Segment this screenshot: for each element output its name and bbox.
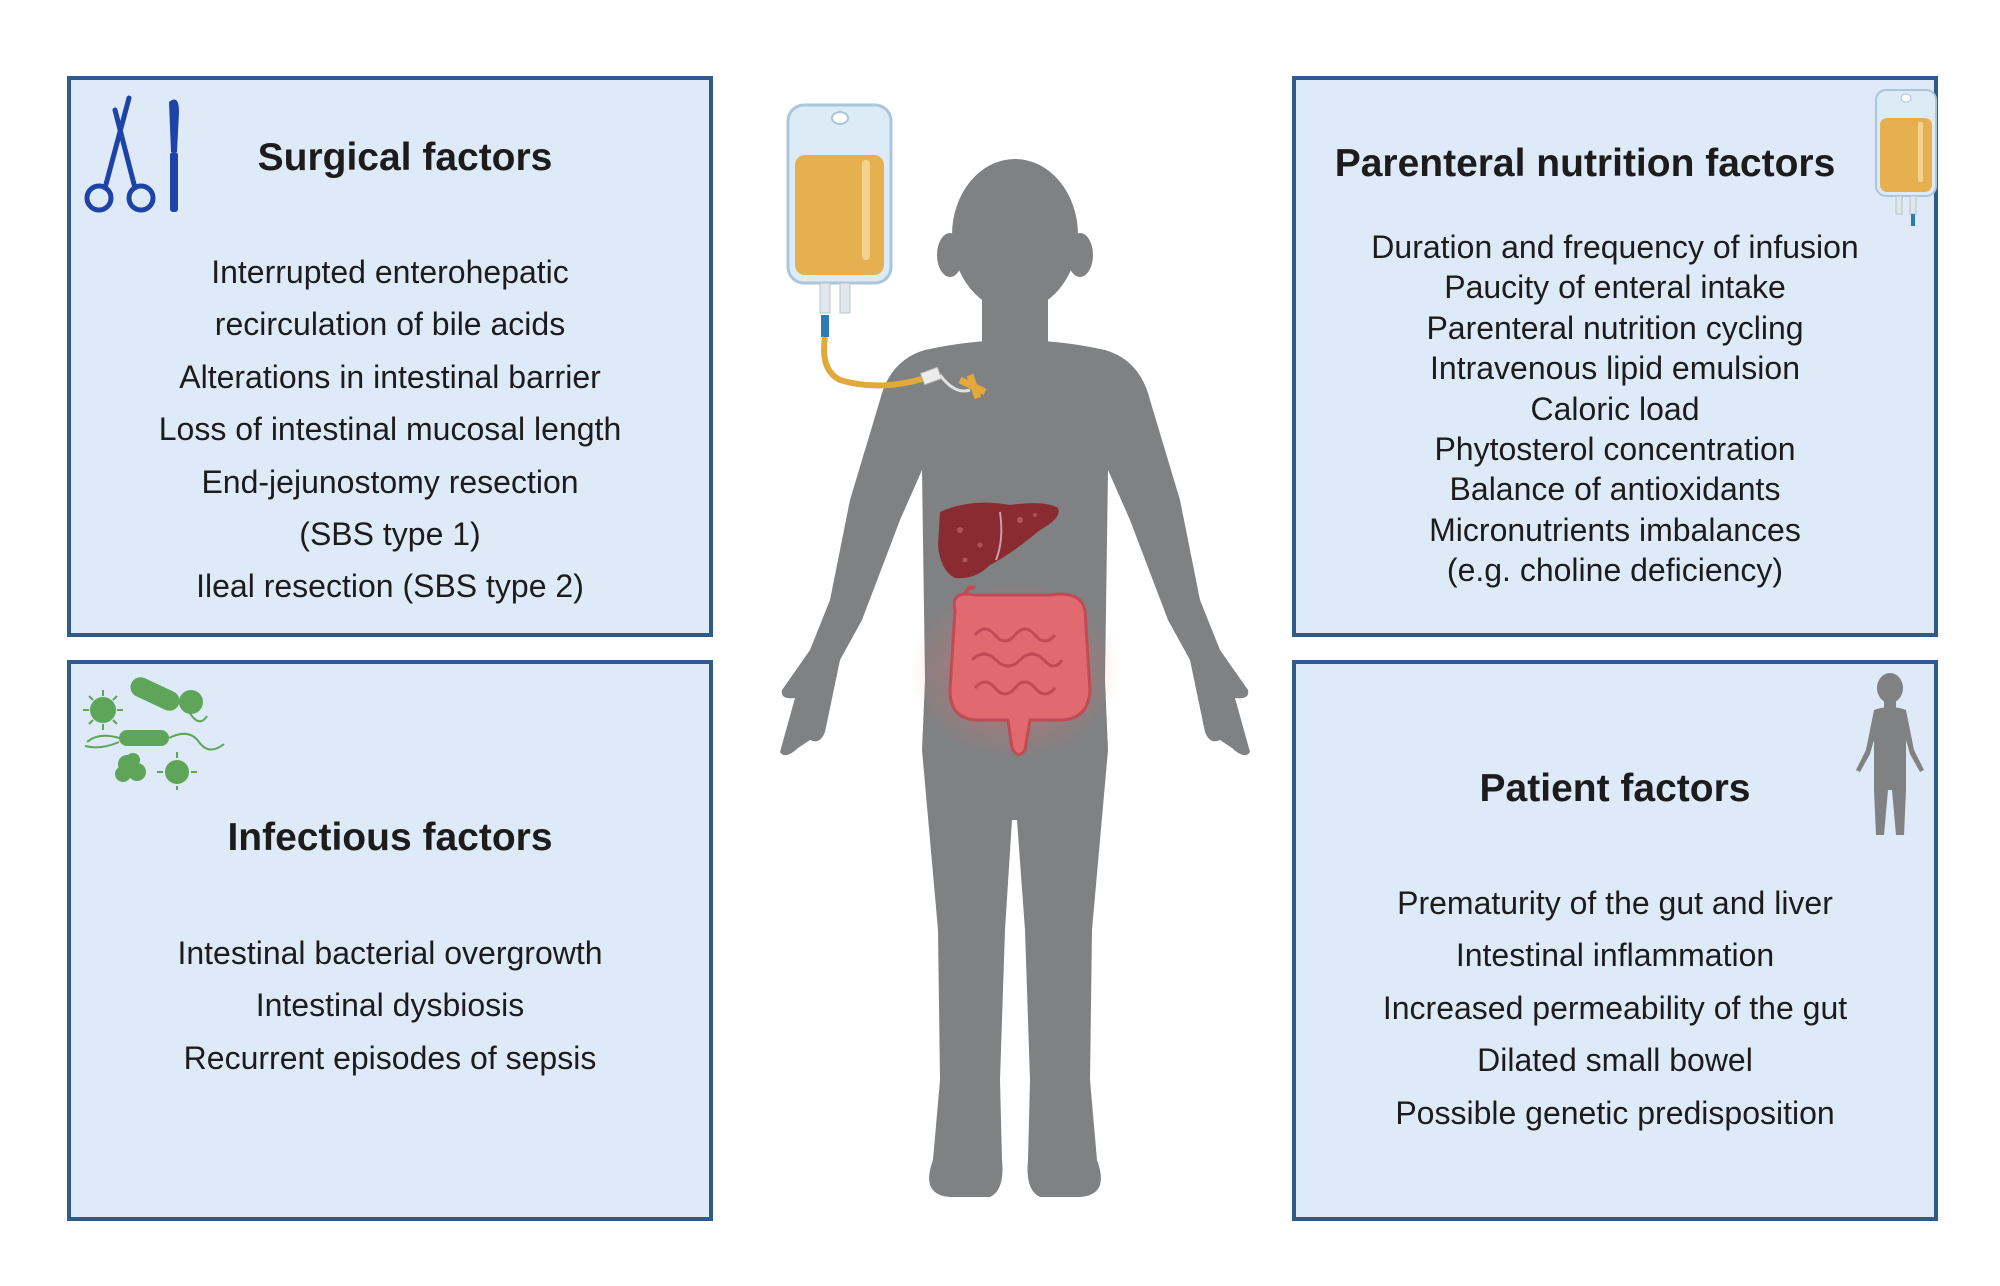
list-item: Balance of antioxidants [1449, 471, 1781, 508]
list-item: Alterations in intestinal barrier [179, 358, 601, 395]
list-item: Possible genetic predisposition [1395, 1094, 1835, 1131]
list-item: Intravenous lipid emulsion [1430, 350, 1800, 387]
list-item: (SBS type 1) [299, 516, 481, 553]
list-item: Increased permeability of the gut [1382, 989, 1848, 1026]
list-item: Interrupted enterohepatic [211, 254, 569, 290]
infectious-factors-list: Intestinal bacterial overgrowth Intestin… [71, 927, 709, 1084]
child-silhouette-icon [1856, 673, 1924, 835]
child-body-silhouette [780, 159, 1250, 1197]
list-item: Paucity of enteral intake [1444, 269, 1786, 306]
patient-factors-title: Patient factors [1479, 767, 1751, 810]
list-item: Dilated small bowel [1477, 1042, 1753, 1079]
list-item: Intestinal bacterial overgrowth [177, 935, 603, 971]
parenteral-nutrition-factors-panel: Parenteral nutrition factors Duration an… [1292, 76, 1938, 637]
surgical-factors-title: Surgical factors [257, 136, 553, 179]
surgical-factors-list: Interrupted enterohepatic recirculation … [71, 246, 709, 613]
list-item: Duration and frequency of infusion [1371, 229, 1859, 265]
patient-factors-list: Prematurity of the gut and liver Intesti… [1296, 877, 1934, 1139]
list-item: Ileal resection (SBS type 2) [196, 568, 584, 605]
intestines-illustration [910, 580, 1120, 760]
list-item: Phytosterol concentration [1434, 431, 1796, 468]
list-item: Parenteral nutrition cycling [1426, 309, 1804, 346]
scissors-scalpel-icon [84, 95, 179, 213]
iv-bag-catheter [786, 103, 987, 400]
list-item: Recurrent episodes of sepsis [183, 1039, 597, 1076]
parenteral-factors-title: Parenteral nutrition factors [1334, 142, 1836, 185]
list-item: (e.g. choline deficiency) [1446, 552, 1784, 589]
bacteria-virus-icon [83, 677, 225, 790]
list-item: Intestinal dysbiosis [255, 987, 525, 1024]
list-item: Loss of intestinal mucosal length [158, 411, 622, 448]
surgical-factors-panel: Surgical factors Interrupted enterohepat… [67, 76, 713, 637]
infectious-factors-title: Infectious factors [227, 816, 553, 859]
list-item: recirculation of bile acids [214, 306, 566, 343]
patient-factors-panel: Patient factors Prematurity of the gut a… [1292, 660, 1938, 1221]
liver-illustration [938, 502, 1059, 579]
child-body-illustration [780, 103, 1250, 1197]
list-item: End-jejunostomy resection [201, 463, 579, 500]
infectious-factors-panel: Infectious factors Intestinal bacterial … [67, 660, 713, 1221]
list-item: Intestinal inflammation [1455, 937, 1775, 974]
list-item: Prematurity of the gut and liver [1397, 885, 1833, 921]
list-item: Caloric load [1530, 390, 1700, 427]
iv-bag-icon [1875, 89, 1937, 226]
parenteral-factors-list: Duration and frequency of infusion Pauci… [1296, 227, 1934, 591]
list-item: Micronutrients imbalances [1429, 511, 1801, 548]
